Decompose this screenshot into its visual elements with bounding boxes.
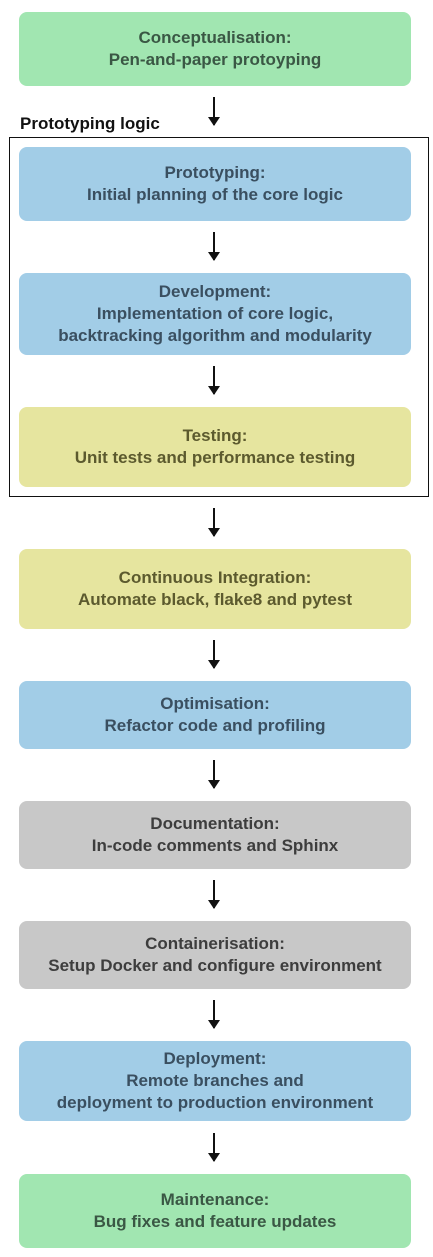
group-label: Prototyping logic: [20, 114, 160, 133]
step-title: Maintenance:: [160, 1190, 270, 1209]
step-line: Unit tests and performance testing: [74, 448, 356, 467]
down-arrow-icon: [208, 508, 220, 537]
step-testing: Testing: Unit tests and performance test…: [19, 407, 411, 487]
step-title: Containerisation:: [145, 934, 285, 953]
step-line: Automate black, flake8 and pytest: [78, 590, 352, 609]
step-documentation: Documentation: In-code comments and Sphi…: [19, 801, 411, 869]
down-arrow-icon: [208, 1000, 220, 1029]
step-title: Conceptualisation:: [138, 28, 292, 47]
step-line: deployment to production environment: [56, 1093, 374, 1112]
step-title: Documentation:: [150, 814, 280, 833]
down-arrow-icon: [208, 640, 220, 669]
step-line: Implementation of core logic,: [96, 304, 334, 323]
step-line: Bug fixes and feature updates: [93, 1212, 337, 1231]
step-optimisation: Optimisation: Refactor code and profilin…: [19, 681, 411, 749]
step-line: Pen-and-paper protoyping: [108, 50, 322, 69]
step-title: Deployment:: [163, 1049, 267, 1068]
step-title: Prototyping:: [164, 163, 266, 182]
step-development: Development: Implementation of core logi…: [19, 273, 411, 355]
step-line: backtracking algorithm and modularity: [58, 326, 372, 345]
step-prototyping: Prototyping: Initial planning of the cor…: [19, 147, 411, 221]
step-title: Continuous Integration:: [118, 568, 312, 587]
step-line: Initial planning of the core logic: [87, 185, 343, 204]
step-line: In-code comments and Sphinx: [91, 836, 339, 855]
down-arrow-icon: [208, 97, 220, 126]
step-title: Development:: [158, 282, 272, 301]
prototyping-logic-group-frame: [9, 137, 429, 497]
down-arrow-icon: [208, 1133, 220, 1162]
step-line: Refactor code and profiling: [104, 716, 326, 735]
step-title: Testing:: [182, 426, 248, 445]
step-maintenance: Maintenance: Bug fixes and feature updat…: [19, 1174, 411, 1248]
step-continuous-integration: Continuous Integration: Automate black, …: [19, 549, 411, 629]
down-arrow-icon: [208, 760, 220, 789]
down-arrow-icon: [208, 366, 220, 395]
step-line: Remote branches and: [126, 1071, 304, 1090]
down-arrow-icon: [208, 880, 220, 909]
step-deployment: Deployment: Remote branches and deployme…: [19, 1041, 411, 1121]
step-conceptualisation: Conceptualisation: Pen-and-paper protoyp…: [19, 12, 411, 86]
step-line: Setup Docker and configure environment: [48, 956, 382, 975]
step-containerisation: Containerisation: Setup Docker and confi…: [19, 921, 411, 989]
down-arrow-icon: [208, 232, 220, 261]
step-title: Optimisation:: [160, 694, 270, 713]
